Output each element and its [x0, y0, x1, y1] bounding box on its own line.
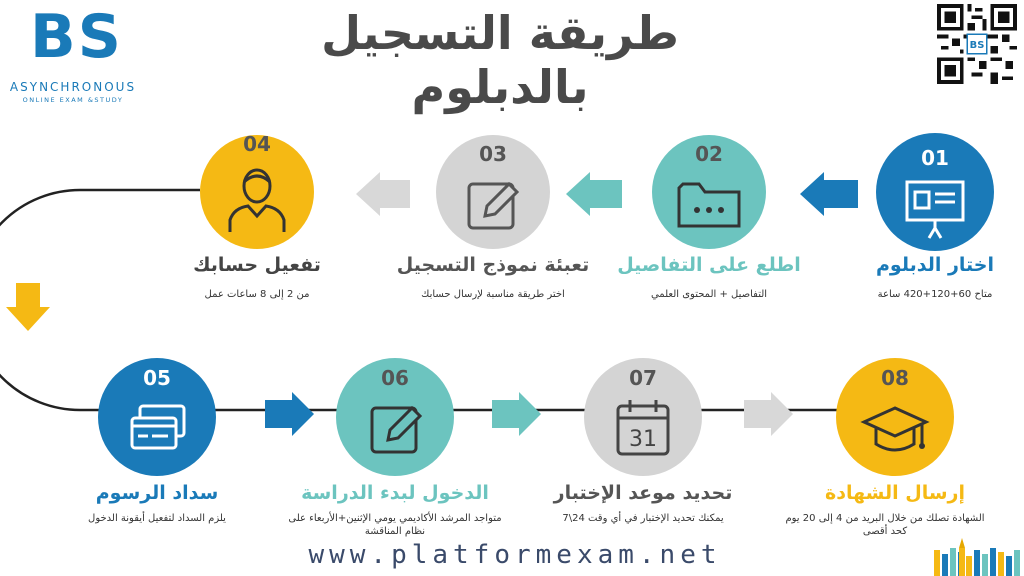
- step-01-desc: متاح 60+120+420 ساعة: [877, 289, 993, 300]
- brand-line1: ASYNCHRONOUS: [9, 80, 137, 94]
- step-06-circle: [336, 358, 454, 476]
- edit-icon: [370, 405, 423, 454]
- step-08-circle: [836, 358, 954, 476]
- step-04-desc: من 2 إلى 8 ساعات عمل: [204, 289, 310, 300]
- step-03-number: 03: [479, 142, 507, 166]
- folder-icon: [677, 182, 741, 228]
- step-08-title: إرسال الشهادة: [825, 482, 965, 504]
- step-02-number: 02: [695, 142, 723, 166]
- step-05-number: 05: [143, 366, 171, 390]
- edit-icon: [467, 181, 520, 230]
- step-05-desc: يلزم السداد لتفعيل أيقونة الدخول: [88, 513, 226, 524]
- step-07-title: تحديد موعد الإختبار: [553, 482, 733, 504]
- step-08-desc: الشهادة تصلك من خلال البريد من 4 إلى 20 …: [785, 513, 985, 537]
- step-04-title: تفعيل حسابك: [193, 254, 321, 276]
- pencils-decoration-icon: [934, 538, 1020, 576]
- step-08-number: 08: [881, 366, 909, 390]
- step-01-number: 01: [921, 146, 949, 170]
- graduation-cap-icon: [860, 406, 930, 452]
- step-05-title: سداد الرسوم: [95, 482, 219, 504]
- brand-logo: BS: [30, 2, 123, 72]
- step-04-number: 04: [243, 132, 271, 156]
- step-07-number: 07: [629, 366, 657, 390]
- page-title: طريقة التسجيل بالدبلوم: [321, 6, 679, 114]
- arrow-right-icon: [265, 392, 314, 436]
- arrow-right-icon: [492, 392, 541, 436]
- brand-line2: ONLINE EXAM &STUDY: [22, 96, 124, 104]
- credit-card-icon: [130, 404, 186, 450]
- calendar-day: 31: [629, 427, 657, 452]
- arrow-right-icon: [744, 392, 793, 436]
- calendar-icon: 31: [616, 400, 670, 456]
- step-06-title: الدخول لبدء الدراسة: [301, 482, 489, 504]
- step-02-desc: التفاصيل + المحتوى العلمي: [650, 289, 768, 300]
- qr-code-icon: BS: [937, 4, 1017, 84]
- presentation-board-icon: [905, 180, 965, 239]
- step-01-circle: [876, 133, 994, 251]
- step-06-number: 06: [381, 366, 409, 390]
- user-icon: [228, 168, 286, 232]
- step-06-desc: متواجد المرشد الأكاديمي يومي الإثنين+الأ…: [288, 513, 502, 537]
- arrow-left-icon: [800, 172, 858, 216]
- website-url: www.platformexam.net: [308, 540, 722, 570]
- step-04-circle: [200, 135, 314, 249]
- step-03-desc: اختر طريقة مناسبة لإرسال حسابك: [421, 289, 565, 300]
- arrow-left-icon: [566, 172, 622, 216]
- arrow-left-icon: [356, 172, 410, 216]
- step-01-title: اختار الدبلوم: [876, 254, 994, 276]
- step-02-title: اطلع على التفاصيل: [617, 254, 801, 276]
- step-07-desc: يمكنك تحديد الإختبار في أي وقت 24\7: [562, 513, 724, 524]
- svg-text:BS: BS: [970, 40, 985, 51]
- arrow-down-icon: [6, 283, 50, 331]
- step-03-circle: [436, 135, 550, 249]
- step-03-title: تعبئة نموذج التسجيل: [396, 254, 590, 276]
